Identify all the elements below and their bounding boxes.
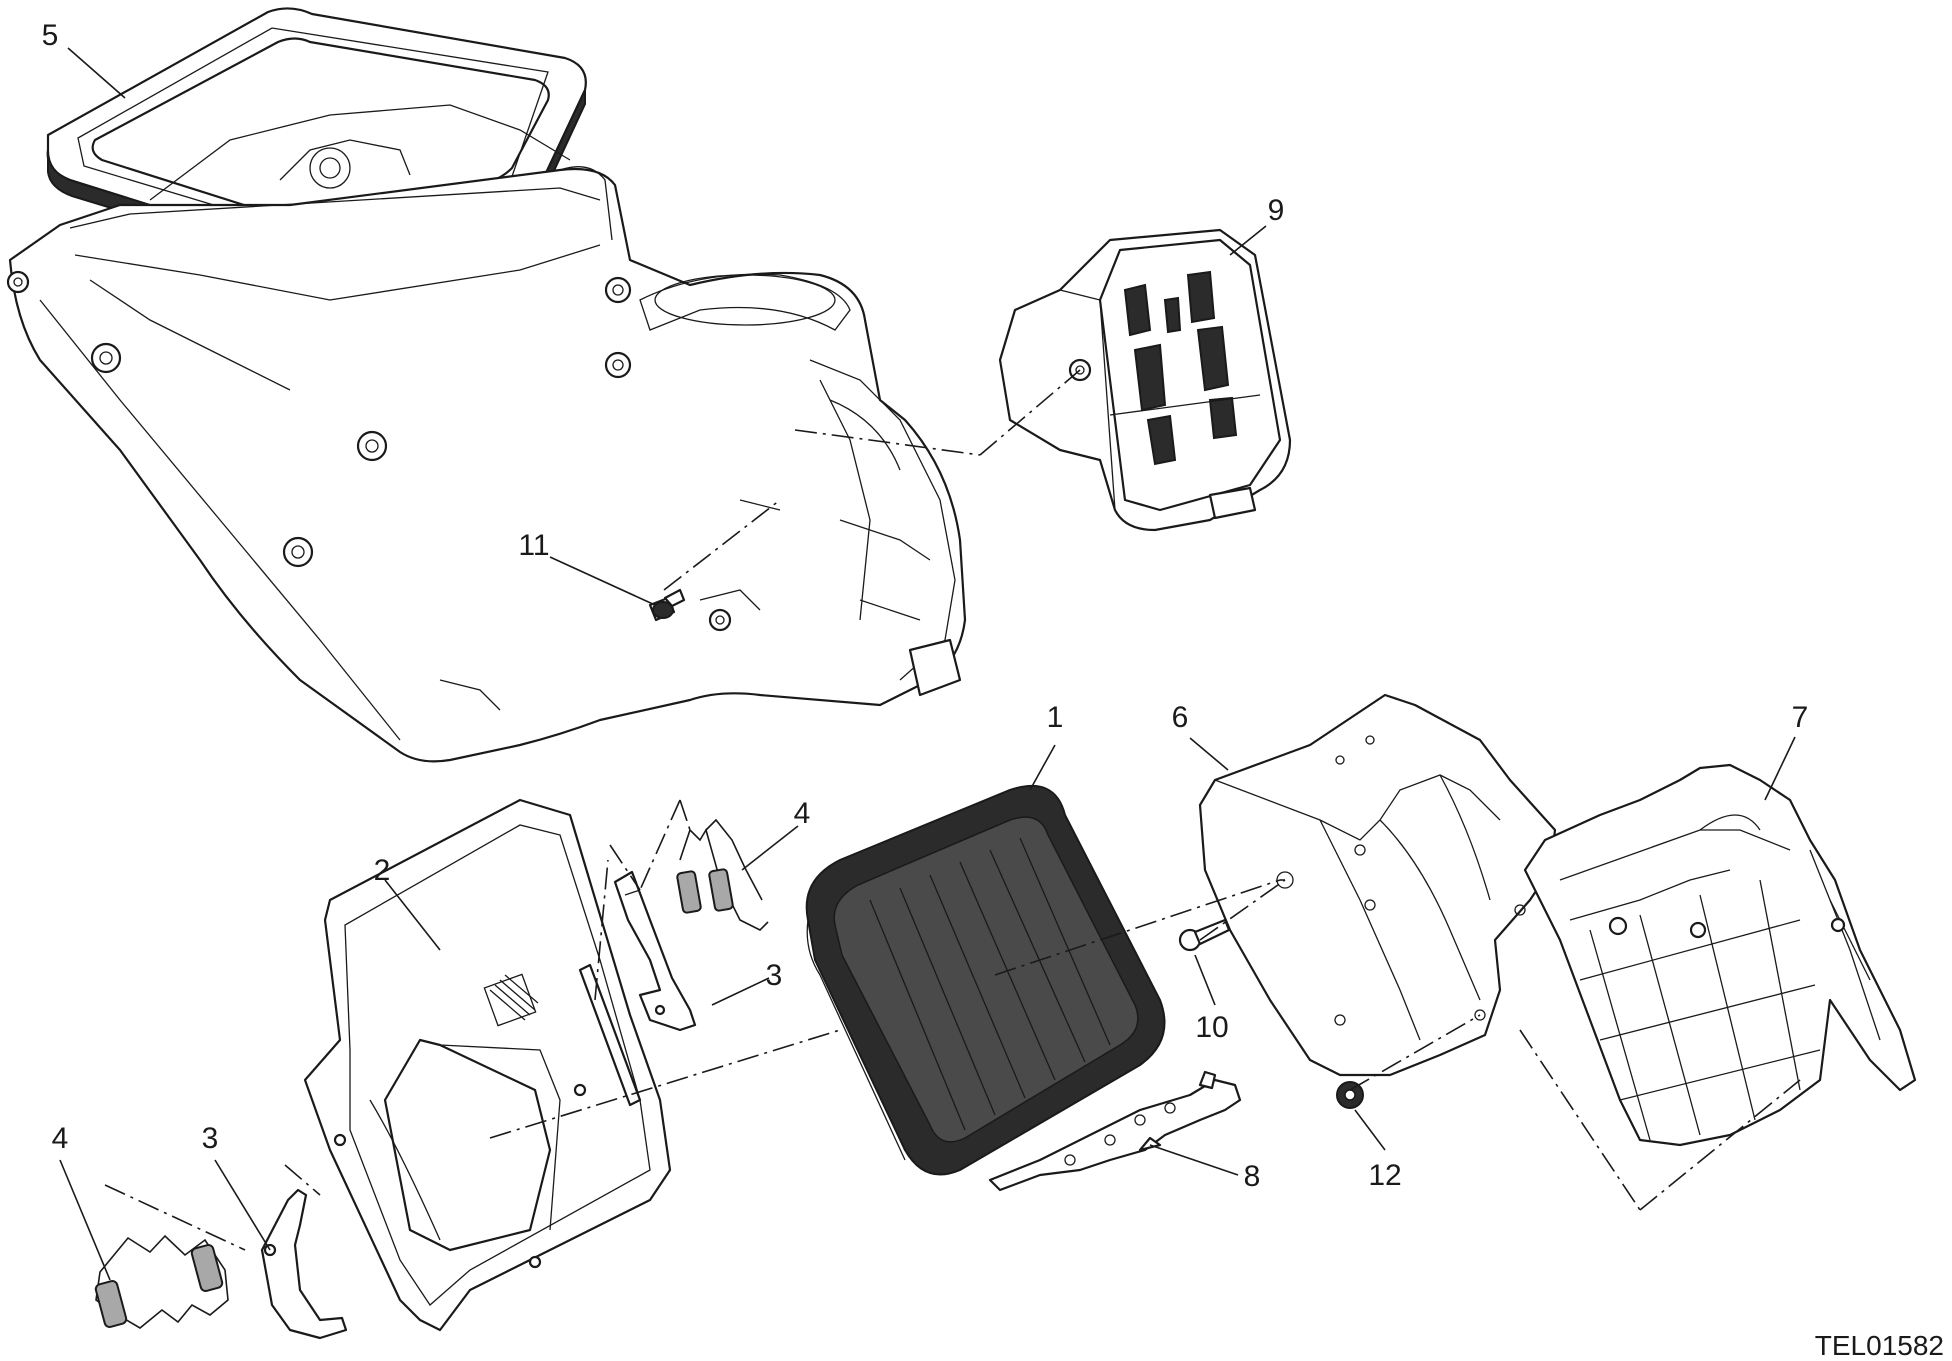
callout-2: 2 — [374, 854, 391, 887]
part-10-screw — [1178, 918, 1231, 952]
part-11-screw — [648, 588, 686, 622]
part-5-seal — [46, 7, 587, 256]
part-7-grid-carrier — [1523, 763, 1917, 1147]
callout-12: 12 — [1368, 1159, 1401, 1192]
callout-7: 7 — [1792, 701, 1809, 734]
airbox-body — [6, 104, 967, 763]
callout-4a: 4 — [794, 797, 811, 830]
callout-6: 6 — [1172, 701, 1189, 734]
part-2-filter-frame — [303, 798, 672, 1332]
callout-8: 8 — [1244, 1160, 1261, 1193]
part-6-duct-cover — [1198, 693, 1557, 1077]
callout-5: 5 — [42, 19, 59, 52]
callout-3b: 3 — [202, 1122, 219, 1155]
part-4-spring-lower — [94, 1234, 229, 1329]
callout-10: 10 — [1195, 1011, 1228, 1044]
leader-lines — [59, 47, 1796, 1281]
callout-1: 1 — [1047, 701, 1064, 734]
part-3-clip-lower — [260, 1188, 348, 1340]
part-12-nut — [1336, 1081, 1364, 1109]
part-4-spring-upper — [676, 818, 769, 931]
drawing-code: TEL01582 — [1815, 1330, 1944, 1361]
callout-3a: 3 — [766, 959, 783, 992]
callout-11: 11 — [518, 529, 549, 562]
part-3-clip-upper — [613, 870, 697, 1032]
callout-9: 9 — [1268, 194, 1285, 227]
part-1-filter-element — [805, 785, 1166, 1176]
assembly-axes — [104, 369, 1801, 1251]
part-9-intake-cover — [998, 228, 1292, 532]
callout-4b: 4 — [52, 1122, 69, 1155]
part-8-bracket — [988, 1070, 1242, 1192]
